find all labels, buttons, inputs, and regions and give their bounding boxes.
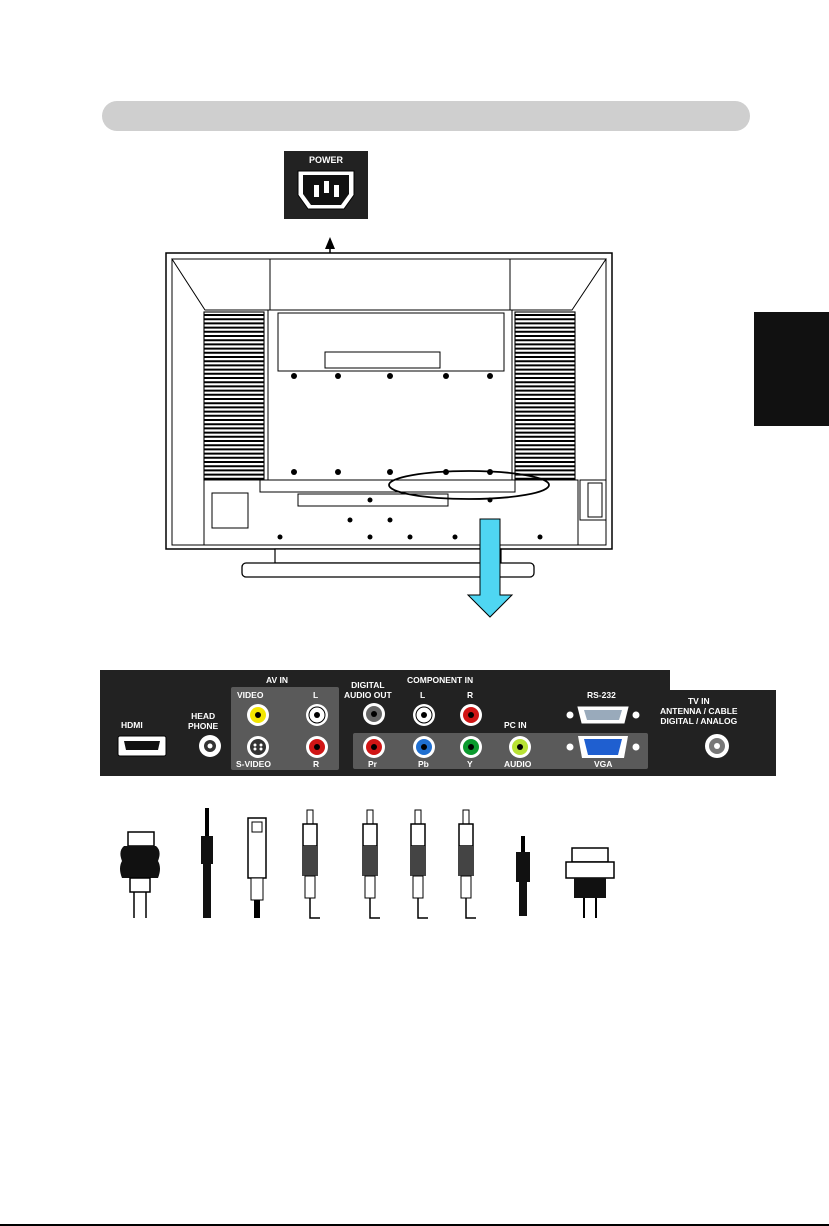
cable-plugs-illustration <box>110 806 630 922</box>
headphone-plug-icon <box>201 808 213 918</box>
section-header-bar <box>102 101 750 131</box>
label-pr: Pr <box>368 759 377 769</box>
vga-plug-icon <box>566 848 614 918</box>
rca-plug-icon <box>410 810 428 918</box>
label-av-l: L <box>313 690 318 700</box>
chapter-tab <box>754 312 829 426</box>
label-comp-l: L <box>420 690 425 700</box>
tv-rear-illustration <box>160 235 620 620</box>
label-s-video: S-VIDEO <box>236 759 271 769</box>
rca-plug-icon <box>302 810 320 918</box>
label-y: Y <box>467 759 473 769</box>
label-audio: AUDIO <box>504 759 531 769</box>
hdmi-plug-icon <box>120 832 160 918</box>
label-pc-in: PC IN <box>504 720 527 730</box>
label-av-in: AV IN <box>266 675 288 685</box>
rca-plug-icon <box>458 810 476 918</box>
label-tv-in: TV IN ANTENNA / CABLE DIGITAL / ANALOG <box>660 696 738 726</box>
label-vga: VGA <box>594 759 612 769</box>
label-comp-r: R <box>467 690 473 700</box>
label-rs232: RS-232 <box>587 690 616 700</box>
s-video-plug-icon <box>248 818 266 918</box>
label-headphone: HEAD PHONE <box>188 711 218 731</box>
label-pb: Pb <box>418 759 429 769</box>
label-video: VIDEO <box>237 690 263 700</box>
pc-audio-plug-icon <box>516 836 530 916</box>
power-socket-icon <box>284 151 368 219</box>
label-hdmi: HDMI <box>121 720 143 730</box>
power-connector-inset: POWER <box>284 151 368 219</box>
label-digital-audio-out: DIGITAL AUDIO OUT <box>344 680 392 700</box>
label-av-r: R <box>313 759 319 769</box>
rca-plug-icon <box>362 810 380 918</box>
label-component-in: COMPONENT IN <box>407 675 473 685</box>
connector-panel: HDMI HEAD PHONE AV IN VIDEO L S-VIDEO R … <box>100 670 776 776</box>
